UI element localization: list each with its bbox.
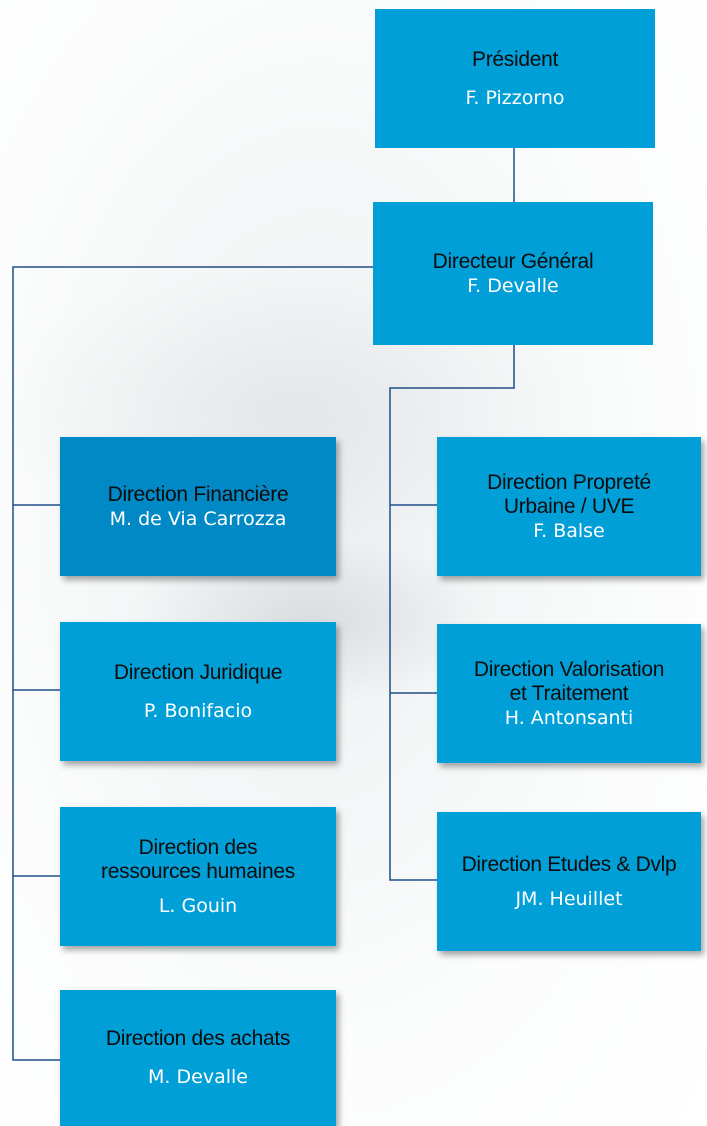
direction-financiere-title: Direction Financière bbox=[107, 482, 289, 506]
box-direction-juridique: Direction Juridique P. Bonifacio bbox=[60, 622, 336, 761]
box-direction-financiere: Direction Financière M. de Via Carrozza bbox=[60, 437, 336, 576]
directeur-general-name: F. Devalle bbox=[467, 274, 559, 297]
connector-left-trunk bbox=[12, 266, 373, 1061]
direction-valorisation-name: H. Antonsanti bbox=[504, 706, 634, 729]
direction-achats-name: M. Devalle bbox=[148, 1066, 248, 1088]
direction-financiere-name: M. de Via Carrozza bbox=[109, 507, 287, 530]
direction-juridique-name: P. Bonifacio bbox=[143, 699, 253, 722]
direction-rh-name: L. Gouin bbox=[158, 894, 238, 917]
president-name: F. Pizzorno bbox=[465, 86, 565, 109]
direction-juridique-title: Direction Juridique bbox=[113, 660, 283, 684]
direction-etudes-name: JM. Heuillet bbox=[515, 887, 623, 910]
directeur-general-title: Directeur Général bbox=[432, 249, 594, 273]
box-direction-achats: Direction des achats M. Devalle bbox=[60, 990, 336, 1126]
box-president: Président F. Pizzorno bbox=[375, 9, 655, 148]
connector-right-trunk bbox=[389, 345, 515, 881]
president-title: Président bbox=[471, 47, 559, 71]
direction-etudes-title: Direction Etudes & Dvlp bbox=[461, 852, 677, 876]
box-direction-valorisation: Direction Valorisation et Traitement H. … bbox=[437, 624, 701, 763]
box-direction-etudes: Direction Etudes & Dvlp JM. Heuillet bbox=[437, 812, 701, 951]
direction-proprete-name: F. Balse bbox=[533, 519, 605, 542]
box-directeur-general: Directeur Général F. Devalle bbox=[373, 202, 653, 345]
direction-rh-title: Direction des ressources humaines bbox=[101, 835, 295, 883]
direction-valorisation-title: Direction Valorisation et Traitement bbox=[473, 657, 665, 705]
direction-proprete-title: Direction Propreté Urbaine / UVE bbox=[487, 470, 651, 518]
box-direction-rh: Direction des ressources humaines L. Gou… bbox=[60, 807, 336, 946]
box-direction-proprete: Direction Propreté Urbaine / UVE F. Bals… bbox=[437, 437, 701, 576]
direction-achats-title: Direction des achats bbox=[105, 1027, 291, 1050]
